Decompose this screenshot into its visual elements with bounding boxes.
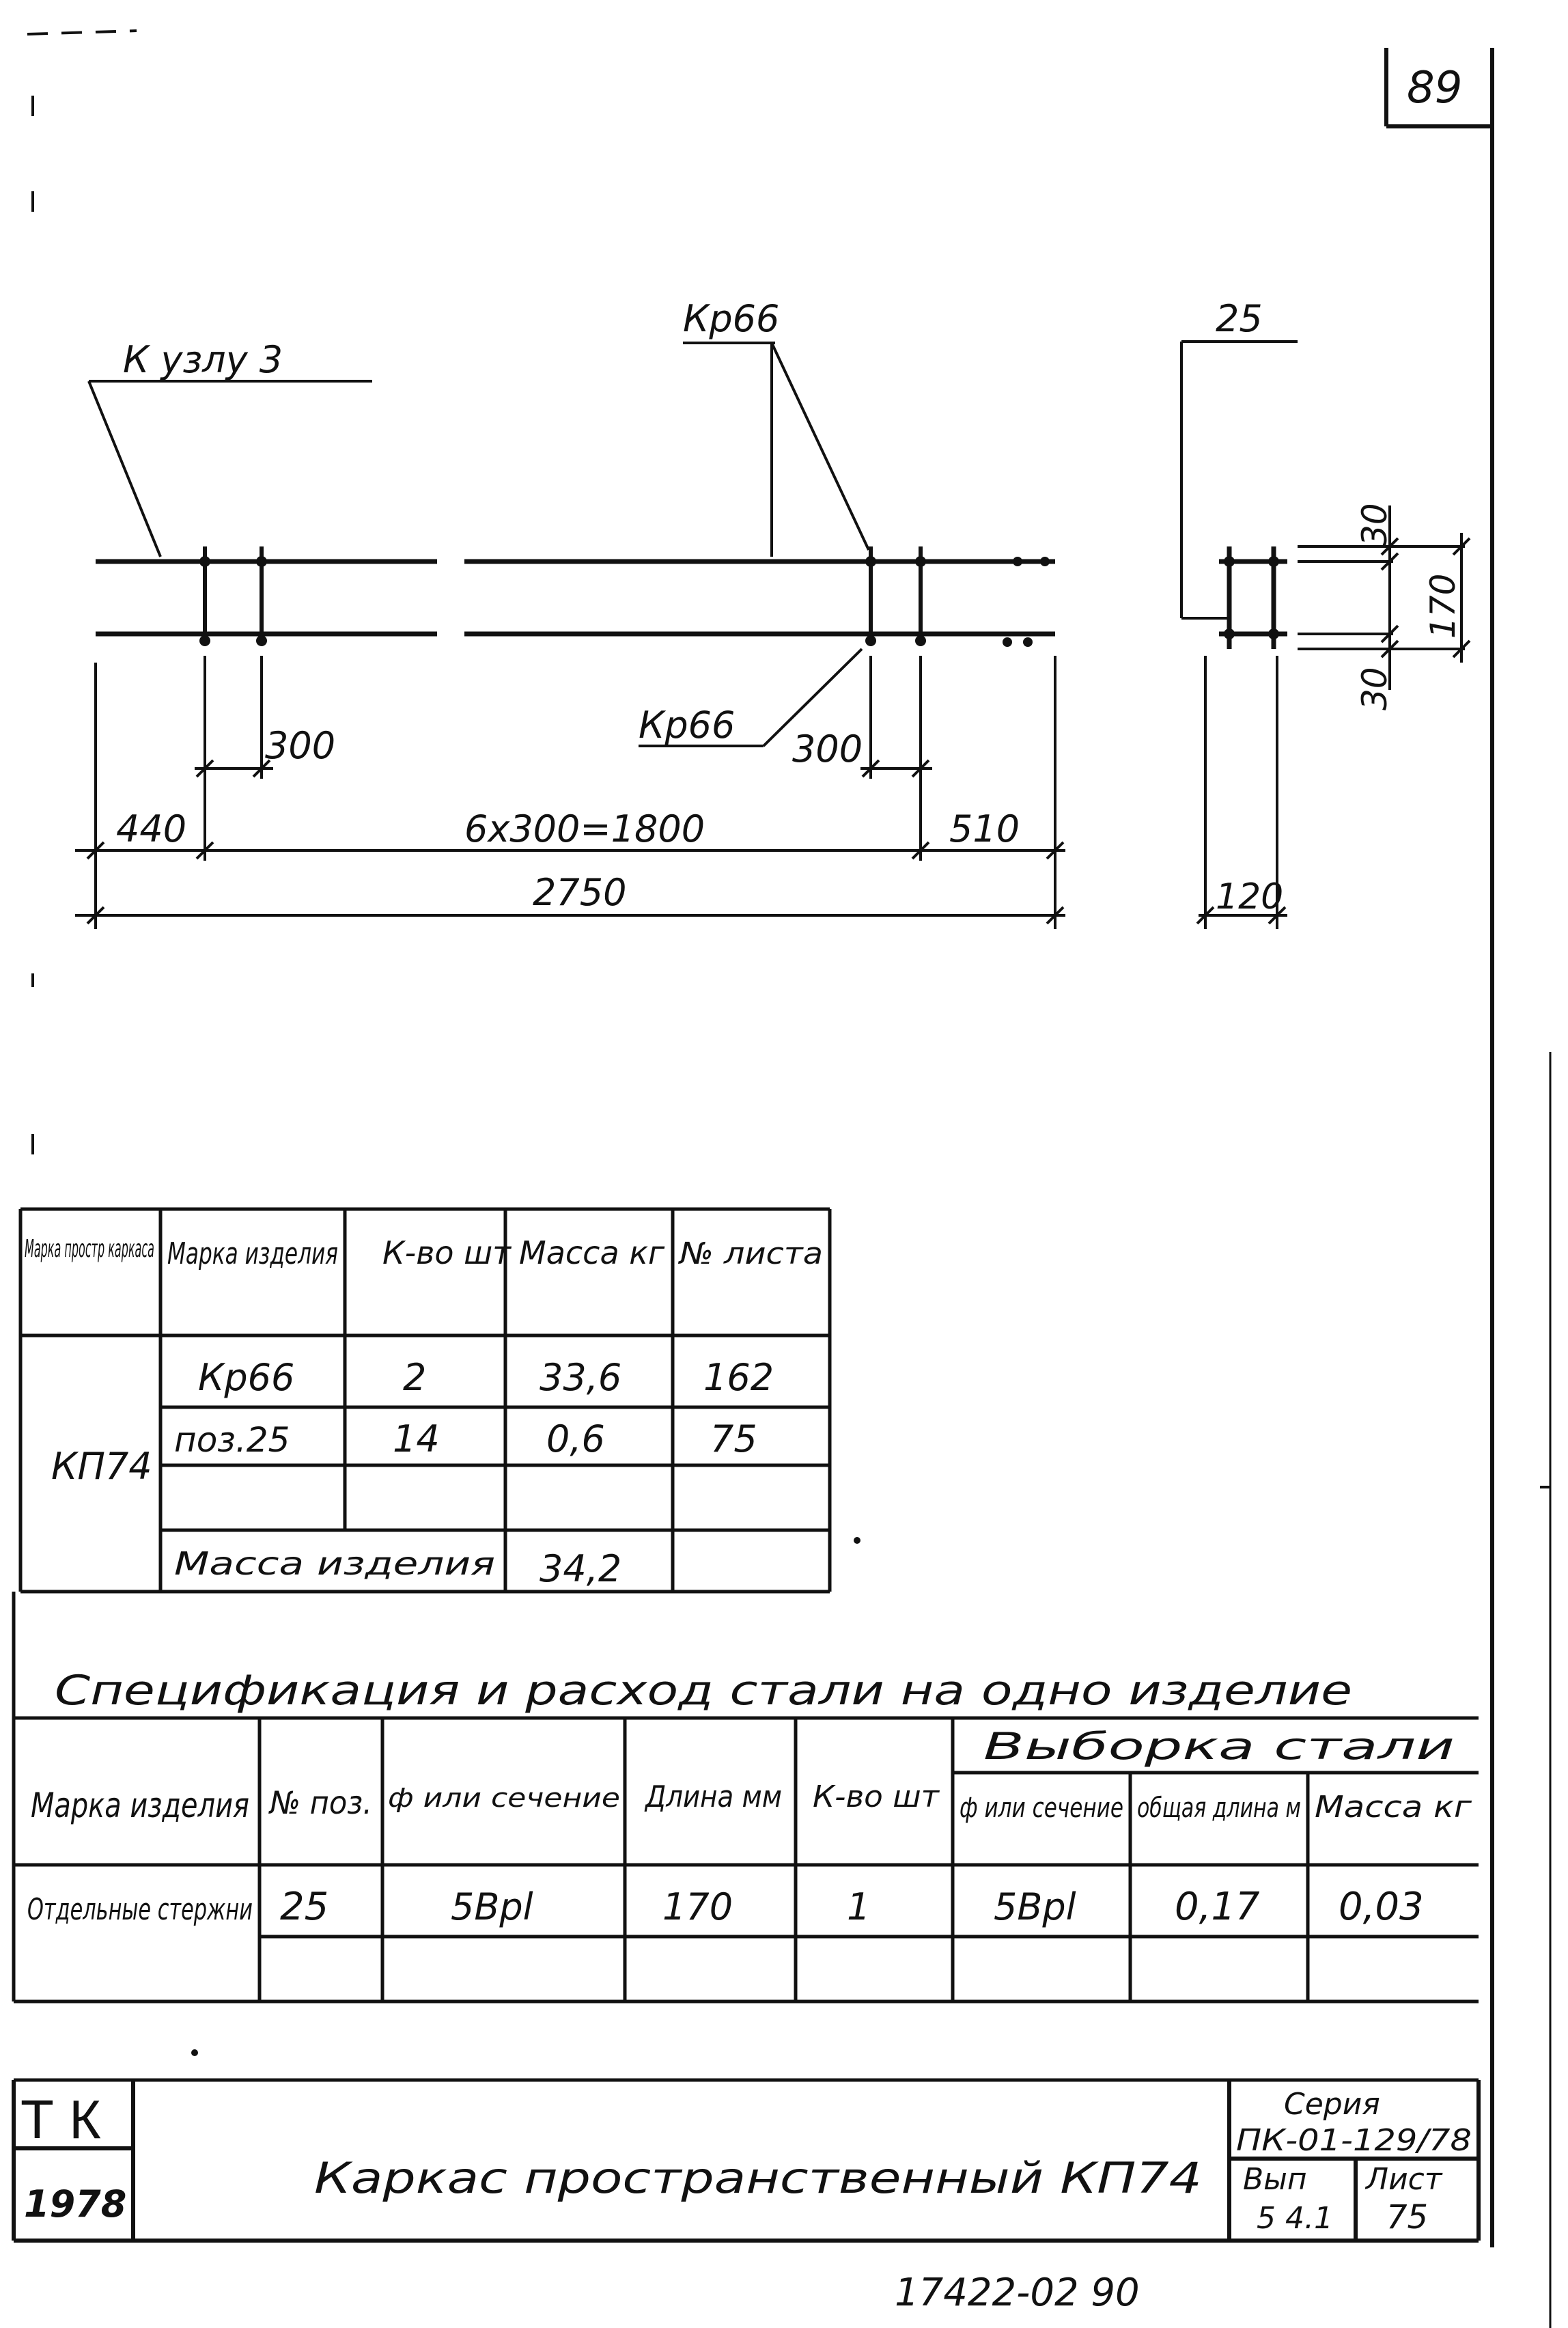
spec-header-length: Длина мм: [644, 1779, 782, 1814]
spec-row-pos: 25: [280, 1885, 328, 1929]
mass-total-value: 34,2: [540, 1547, 621, 1590]
mass-row-1-sheet: 162: [703, 1356, 774, 1399]
mass-row-1-qty: 2: [403, 1356, 426, 1399]
sheet-value: 75: [1386, 2198, 1428, 2236]
cross-section: 25 30 170 30 120: [1180, 297, 1471, 929]
section-dim-30-bottom: 30: [1355, 667, 1395, 710]
spec-header-steel-section: ф или сечение: [960, 1792, 1123, 1824]
mass-header-sheet-no: № листа: [677, 1236, 823, 1271]
spec-header-pos: № поз.: [268, 1784, 372, 1821]
mass-header-qty: К-во шт: [382, 1234, 512, 1271]
callout-kr66-bottom-label: Кр66: [639, 704, 735, 747]
dim-510: 510: [949, 807, 1020, 850]
spec-row-steel-section: 5Врl: [994, 1885, 1076, 1928]
year: 1978: [24, 2182, 126, 2226]
callout-node-label: К узлу 3: [123, 338, 283, 381]
mass-frame-mark: КП74: [51, 1445, 152, 1488]
drawing-title: Каркас пространственный КП74: [314, 2153, 1202, 2203]
mass-row-2-sheet: 75: [710, 1417, 757, 1460]
title-block: Т К 1978 Каркас пространственный КП74 Се…: [12, 2080, 1481, 2243]
issue-label: Вып: [1243, 2162, 1307, 2197]
spec-row-qty: 1: [847, 1885, 870, 1928]
section-dim-25: 25: [1216, 297, 1263, 340]
spec-header-steel-group: Выборка стали: [983, 1725, 1455, 1768]
section-dim-30-top: 30: [1355, 503, 1395, 546]
dim-2750: 2750: [533, 871, 626, 914]
spec-header-total-length: общая длина м: [1137, 1792, 1301, 1824]
dim-300-left: 300: [265, 724, 335, 767]
spec-header-section: ф или сечение: [388, 1783, 620, 1813]
sheet-frame: [27, 29, 1552, 2328]
mass-header-mass: Масса кг: [519, 1234, 665, 1271]
spec-row-length: 170: [662, 1885, 733, 1928]
mass-row-2-mark: поз.25: [174, 1420, 290, 1460]
dim-6x300: 6x300=1800: [464, 807, 705, 850]
sheet-number: 89: [1407, 63, 1462, 113]
mass-row-1-mass: 33,6: [540, 1356, 621, 1399]
mass-row-2-qty: 14: [393, 1417, 440, 1460]
spec-row-total-length: 0,17: [1175, 1885, 1260, 1929]
series-label: Серия: [1284, 2087, 1380, 2122]
org-code: Т К: [20, 2089, 101, 2150]
mass-total-label: Масса изделия: [174, 1545, 495, 1582]
spec-header-qty: К-во шт: [813, 1779, 940, 1814]
section-dim-170: 170: [1423, 574, 1463, 639]
frame-elevation: К узлу 3 Кр66 Кр66 300 300 440 6x300=180…: [75, 297, 1065, 929]
spec-row-mass: 0,03: [1339, 1885, 1424, 1929]
dim-440: 440: [116, 807, 186, 850]
mass-header-item-mark: Марка изделия: [167, 1236, 338, 1271]
spec-row-mark: Отдельные стержни: [27, 1892, 253, 1927]
mass-row-2-mass: 0,6: [546, 1417, 605, 1460]
spec-title: Спецификация и расход стали на одно изде…: [55, 1667, 1352, 1715]
mass-row-1-mark: Кр66: [198, 1356, 294, 1399]
stray-marks: [31, 96, 1550, 2056]
spec-header-mark: Марка изделия: [31, 1786, 249, 1825]
issue-value: 5 4.1: [1257, 2201, 1333, 2236]
footer-code: 17422-02 90: [895, 2271, 1140, 2315]
spec-table: Марка изделия № поз. ф или сечение Длина…: [12, 1592, 1479, 2082]
callout-kr66-top-label: Кр66: [683, 297, 779, 340]
section-dim-120: 120: [1216, 876, 1283, 917]
mass-table: Марка простр каркаса Марка изделия К-во …: [18, 1207, 832, 1594]
spec-header-mass: Масса кг: [1315, 1790, 1472, 1825]
sheet-label: Лист: [1364, 2162, 1443, 2197]
series-value: ПК-01-129/78: [1236, 2123, 1472, 2158]
mass-header-frame-mark: Марка простр каркаса: [25, 1235, 154, 1263]
dim-300-right: 300: [792, 728, 863, 771]
spec-row-section: 5Врl: [451, 1885, 533, 1928]
